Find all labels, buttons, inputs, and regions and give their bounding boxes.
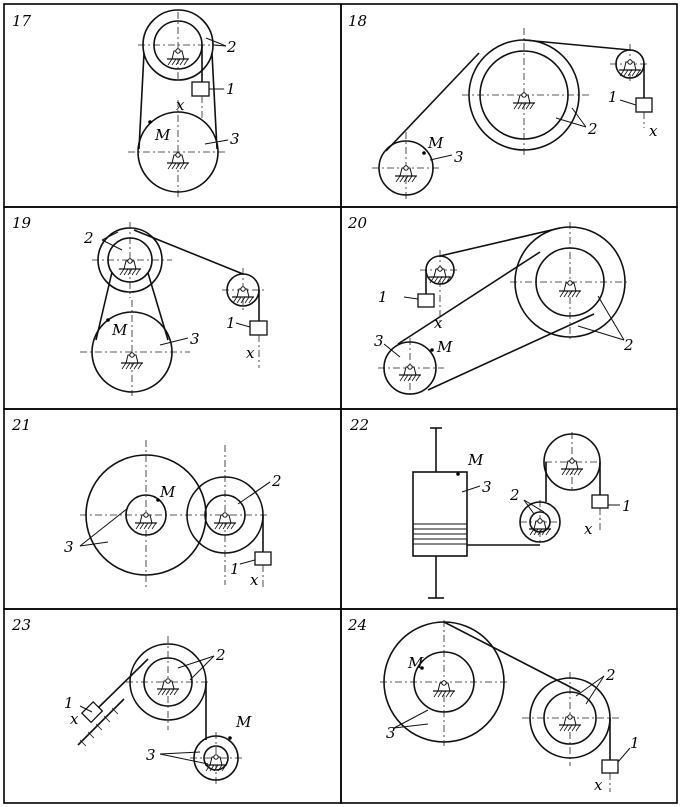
svg-text:x: x	[584, 520, 593, 538]
svg-text:1: 1	[230, 560, 240, 578]
svg-text:2: 2	[509, 486, 520, 504]
block-1	[249, 320, 268, 336]
block-1	[601, 759, 619, 774]
svg-text:23: 23	[11, 616, 31, 634]
panel-19: 19 M 2 3 1 x	[12, 214, 268, 396]
panel-23: 23 M 2 3 1 x	[11, 616, 252, 784]
svg-text:M: M	[111, 321, 128, 339]
svg-text:19: 19	[12, 214, 32, 232]
svg-text:3: 3	[64, 538, 74, 556]
svg-text:20: 20	[347, 214, 368, 232]
svg-text:2: 2	[605, 666, 616, 684]
svg-text:3: 3	[190, 330, 200, 348]
panel-frames	[3, 3, 678, 804]
panel-21: 21 M 3 2 1 x	[11, 416, 282, 590]
block-1	[254, 551, 272, 566]
svg-text:M: M	[154, 126, 171, 144]
svg-text:x: x	[250, 571, 259, 589]
svg-text:21: 21	[11, 416, 31, 434]
drum-3	[383, 341, 437, 395]
drum-3	[412, 471, 468, 557]
block-1	[591, 494, 609, 509]
svg-text:3: 3	[454, 148, 464, 166]
panel-18: 18 M 3 2 1 x	[348, 12, 658, 202]
svg-text:1: 1	[378, 288, 388, 306]
drum-3	[137, 111, 219, 193]
svg-text:2: 2	[587, 120, 598, 138]
svg-text:x: x	[176, 96, 185, 114]
drum-3-inner	[203, 745, 229, 771]
svg-text:1: 1	[226, 80, 236, 98]
svg-text:x: x	[70, 710, 79, 728]
pulley-2-inner	[143, 657, 193, 707]
svg-text:M: M	[159, 483, 176, 501]
svg-text:M: M	[407, 654, 424, 672]
svg-text:3: 3	[230, 130, 240, 148]
svg-text:x: x	[434, 314, 443, 332]
drum-3-outer	[193, 735, 239, 781]
svg-text:3: 3	[482, 478, 492, 496]
pulley-2-inner	[479, 50, 569, 140]
svg-text:2: 2	[271, 472, 282, 490]
svg-text:22: 22	[349, 416, 369, 434]
pulley-2-inner	[107, 237, 153, 283]
drum-3	[378, 140, 434, 196]
block-1	[417, 293, 435, 308]
svg-text:M: M	[427, 134, 444, 152]
drum-3-outer	[85, 454, 207, 576]
drum-3-inner	[413, 651, 475, 713]
drum-3	[91, 311, 173, 393]
panel-17: 17 2 1 x M 3	[12, 9, 240, 200]
drum-3-inner	[125, 494, 167, 536]
svg-text:3: 3	[146, 746, 156, 764]
svg-text:18: 18	[348, 12, 367, 30]
point-m	[148, 120, 152, 124]
panel-24: 24 M 3 2 1 x	[347, 616, 640, 794]
svg-text:x: x	[594, 776, 603, 794]
svg-text:1: 1	[608, 88, 618, 106]
svg-text:2: 2	[623, 336, 634, 354]
svg-text:3: 3	[374, 332, 384, 350]
svg-text:1: 1	[622, 497, 632, 515]
block-1	[191, 81, 210, 97]
pulley-2-outer	[519, 501, 561, 543]
panel-22: 22 M 3 2 1 x	[349, 416, 632, 599]
svg-text:M: M	[436, 338, 453, 356]
block-1	[635, 97, 653, 113]
svg-text:x: x	[649, 122, 658, 140]
block-1	[80, 700, 104, 724]
svg-text:M: M	[235, 713, 252, 731]
pulley-2-inner	[535, 247, 605, 317]
pulley-2-inner	[543, 691, 597, 745]
svg-text:M: M	[467, 451, 484, 469]
svg-text:3: 3	[386, 724, 396, 742]
svg-text:2: 2	[226, 38, 237, 56]
svg-text:24: 24	[347, 616, 367, 634]
pulley-2-inner	[204, 494, 246, 536]
panel-number: 17	[12, 12, 32, 30]
svg-text:x: x	[246, 344, 255, 362]
svg-text:1: 1	[630, 734, 640, 752]
svg-text:2: 2	[83, 229, 94, 247]
panel-20: 20 M 3 1 x 2	[347, 214, 634, 398]
svg-text:1: 1	[64, 694, 74, 712]
pulley-2-outer	[514, 226, 626, 338]
pulley-2-outer	[97, 227, 163, 293]
svg-text:2: 2	[215, 646, 226, 664]
svg-text:1: 1	[226, 314, 236, 332]
